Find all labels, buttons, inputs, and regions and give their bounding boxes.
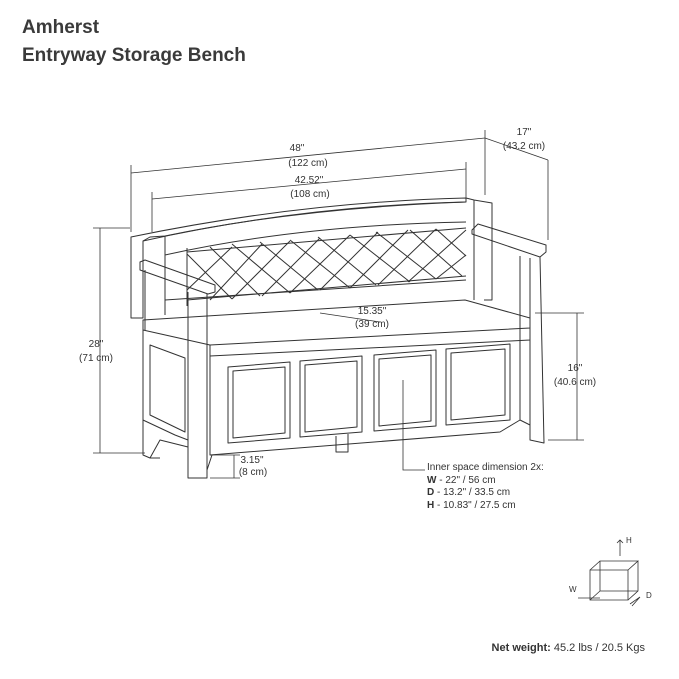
bench-illustration [130, 197, 547, 479]
product-title: Amherst Entryway Storage Bench [22, 14, 246, 70]
width-inner-metric: (108 cm) [290, 189, 329, 200]
seat-height-extension [535, 312, 584, 441]
title-line-2: Entryway Storage Bench [22, 45, 246, 66]
depth-metric: (43.2 cm) [503, 141, 545, 152]
height-metric: (71 cm) [79, 353, 113, 364]
seat-depth-line [319, 312, 381, 323]
axis-d-arrow [629, 596, 641, 607]
depth-line [484, 137, 549, 161]
net-weight: Net weight: 45.2 lbs / 20.5 Kgs [492, 642, 645, 654]
seat-height-imperial: 16" [568, 363, 583, 374]
seat-height-metric: (40.6 cm) [554, 377, 596, 388]
leg-height-imperial: 3.15" [240, 455, 263, 466]
width-inner-extension [151, 162, 467, 232]
leg-height-extension [210, 454, 240, 479]
seat-depth-metric: (39 cm) [355, 319, 389, 330]
width-inner-line [151, 168, 467, 200]
width-outer-imperial: 48" [290, 143, 305, 154]
width-outer-metric: (122 cm) [288, 158, 327, 169]
inner-space-leader [402, 380, 425, 471]
seat-depth-imperial: 15.35" [358, 306, 387, 317]
dimension-labels: 48" (122 cm) 42.52" (108 cm) 17" (43.2 c… [79, 127, 596, 478]
dimension-lines [93, 130, 584, 479]
inner-space-row-d: D - 13.2" / 33.5 cm [427, 487, 511, 498]
inner-space-heading: Inner space dimension 2x: [427, 462, 544, 473]
net-weight-value: 45.2 lbs / 20.5 Kgs [550, 642, 645, 654]
inner-space-row-h: H - 10.83" / 27.5 cm [427, 499, 516, 511]
height-imperial: 28" [89, 339, 104, 350]
axis-h-arrow [616, 539, 624, 556]
leg-height-metric: (8 cm) [239, 467, 267, 478]
width-outer-line [130, 137, 486, 174]
axis-w-label: W [569, 585, 577, 594]
axis-legend-cube [578, 539, 641, 607]
height-extension [93, 227, 145, 454]
title-line-1: Amherst [22, 17, 100, 38]
net-weight-label: Net weight: [491, 642, 551, 654]
axis-d-label: D [646, 591, 652, 600]
width-outer-extension [130, 130, 486, 232]
width-inner-imperial: 42.52" [295, 175, 324, 186]
axis-h-label: H [626, 536, 632, 545]
inner-space-spec: Inner space dimension 2x: W - 22" / 56 c… [427, 462, 544, 512]
inner-space-row-w: W - 22" / 56 cm [427, 474, 496, 486]
depth-imperial: 17" [517, 127, 532, 138]
